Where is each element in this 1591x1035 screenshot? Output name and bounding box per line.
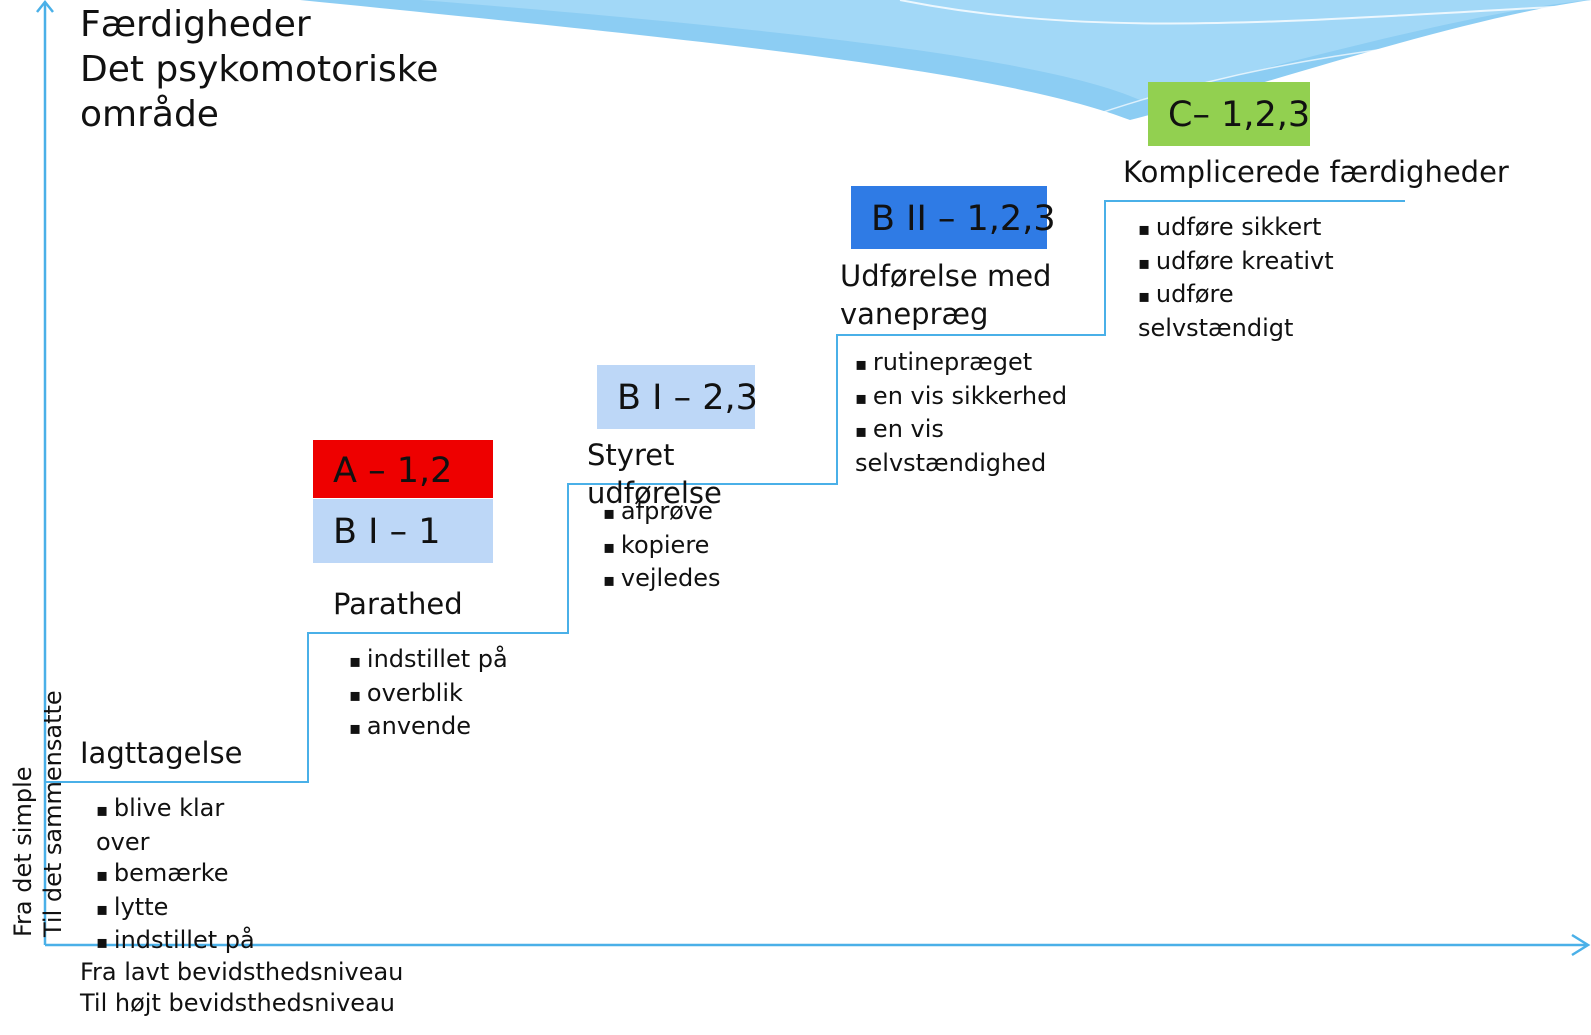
list-item-continuation: over [96,827,150,856]
list-item: bemærke [96,858,255,892]
badge-b2-label: B II – 1,2,3 [871,199,1056,239]
stage-list-parathed: indstillet på overblik anvende [349,644,508,745]
page-title: Færdigheder Det psykomotoriske område [80,2,438,137]
y-axis-label: Fra det simple Til det sammensatte [8,690,68,937]
x-axis-label-line-2: Til højt bevidsthedsniveau [80,989,395,1017]
badge-b1-23-label: B I – 2,3 [617,378,758,418]
stage-title-parathed: Parathed [333,587,463,621]
y-axis-label-line-1: Fra det simple [9,766,37,937]
badge-a-label: A – 1,2 [333,451,453,491]
stage-title-line: Udførelse med [840,259,1052,293]
list-item-continuation: selvstændighed [855,448,1047,477]
list-item: kopiere [603,530,721,564]
top-swoosh-light [420,0,1591,100]
badge-b1-label: B I – 1 [333,512,441,552]
badge-a: A – 1,2 [313,440,493,498]
stage-list-styret: afprøve kopiere vejledes [603,496,721,597]
list-item: udføre kreativt [1138,246,1334,280]
stage-list-vanepraeg: rutinepræget en vis sikkerhed en vis sel… [855,347,1067,479]
y-axis-label-line-2: Til det sammensatte [39,690,67,937]
list-item: en vis sikkerhed [855,381,1067,415]
list-item: anvende [349,711,508,745]
staircase-line [45,200,1405,783]
list-item: indstillet på [96,925,255,959]
title-line-2: Det psykomotoriske [80,49,439,90]
stage-list-komplicerede: udføre sikkert udføre kreativt udføre se… [1138,212,1334,344]
list-item: afprøve [603,496,721,530]
list-item: overblik [349,678,508,712]
x-axis-arrow [1571,933,1591,957]
badge-c: C– 1,2,3 [1148,82,1310,146]
stage-list-iagttagelse: blive klar over bemærke lytte indstillet… [96,793,255,959]
list-item: indstillet på [349,644,508,678]
badge-b1-23: B I – 2,3 [597,365,758,429]
axes [36,0,1591,957]
y-axis-arrow [36,0,54,13]
stage-title-komplicerede: Komplicerede færdigheder [1123,155,1509,189]
list-item: rutinepræget [855,347,1067,381]
x-axis-label-line-1: Fra lavt bevidsthedsniveau [80,958,404,986]
list-item: udføre [1138,279,1334,313]
list-item-continuation: selvstændigt [1138,313,1294,342]
list-item: blive klar [96,793,255,827]
x-axis-label: Fra lavt bevidsthedsniveau Til højt bevi… [80,957,403,1019]
badge-b2: B II – 1,2,3 [851,186,1056,249]
title-line-3: område [80,94,219,135]
list-item: en vis [855,414,1067,448]
list-item: udføre sikkert [1138,212,1334,246]
stage-title-line: vanepræg [840,297,989,331]
list-item: lytte [96,892,255,926]
stage-title-iagttagelse: Iagttagelse [80,736,243,770]
badge-c-label: C– 1,2,3 [1168,95,1311,135]
stage-title-line: Styret [587,438,675,472]
list-item: vejledes [603,563,721,597]
title-line-1: Færdigheder [80,4,311,45]
stage-title-vanepraeg: Udførelse med vanepræg [840,257,1051,333]
badge-b1: B I – 1 [313,499,493,563]
